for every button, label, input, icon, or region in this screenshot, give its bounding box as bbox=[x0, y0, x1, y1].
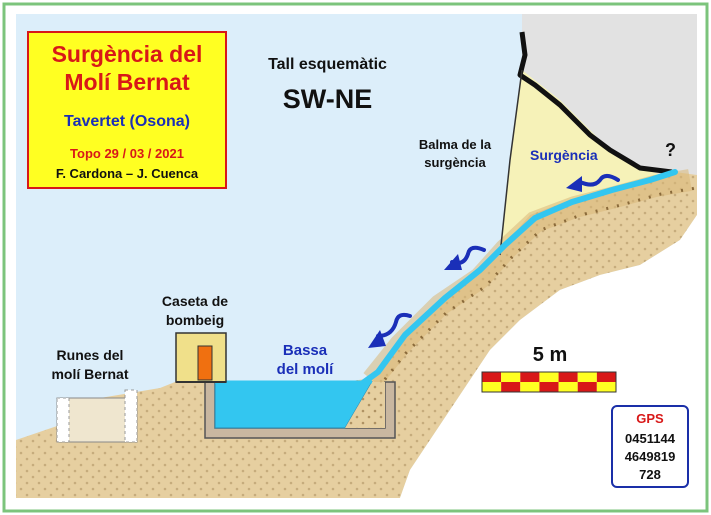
gps-z: 728 bbox=[639, 467, 661, 482]
scale-segment bbox=[596, 372, 616, 382]
label-bassa-2: del molí bbox=[276, 361, 334, 378]
scale-segment bbox=[539, 382, 559, 392]
title-authors: F. Cardona – J. Cuenca bbox=[55, 166, 199, 181]
pump-house-door bbox=[197, 345, 213, 381]
label-runes-2: molí Bernat bbox=[51, 366, 129, 382]
flow-arrowhead-3 bbox=[368, 330, 386, 348]
scale-segment bbox=[482, 372, 502, 382]
rock-mass-upper bbox=[522, 14, 697, 215]
scale-segment bbox=[558, 372, 578, 382]
cave-entrance-line bbox=[499, 69, 523, 256]
cave-wall-outline bbox=[517, 31, 673, 175]
title-place: Tavertet (Osona) bbox=[64, 113, 190, 130]
title-line-2: Molí Bernat bbox=[64, 69, 190, 95]
mill-ruins bbox=[56, 397, 138, 443]
scale-border bbox=[481, 371, 617, 393]
scale-segment bbox=[539, 372, 559, 382]
pool-water bbox=[214, 381, 373, 429]
mill-ruins-wall-right bbox=[124, 389, 138, 443]
ground-texture bbox=[16, 172, 697, 498]
scale-segment bbox=[501, 382, 521, 392]
gps-label: GPS bbox=[636, 411, 664, 426]
scale-bar bbox=[481, 371, 617, 393]
pool-sediment-dots bbox=[345, 382, 385, 428]
scale-label: 5 m bbox=[532, 344, 568, 366]
title-line-1: Surgència del bbox=[51, 41, 203, 67]
section-orientation: SW-NE bbox=[282, 84, 373, 114]
section-subtitle: Tall esquemàtic bbox=[268, 56, 387, 73]
scale-segment bbox=[501, 372, 521, 382]
label-caseta-2: bombeig bbox=[165, 312, 225, 328]
title-topo-date: Topo 29 / 03 / 2021 bbox=[70, 146, 184, 161]
gps-x: 0451144 bbox=[625, 431, 675, 446]
label-surgencia: Surgència bbox=[530, 147, 598, 163]
scale-segment bbox=[596, 382, 616, 392]
flow-arrow-1 bbox=[578, 174, 620, 187]
scale-segment bbox=[558, 382, 578, 392]
gps-box: GPS 0451144 4649819 728 bbox=[611, 405, 689, 488]
label-balma-2: surgència bbox=[424, 155, 486, 170]
water-stream bbox=[357, 169, 678, 388]
flow-arrow-3 bbox=[376, 312, 412, 338]
scale-segment bbox=[520, 382, 540, 392]
scale-segment bbox=[482, 382, 502, 392]
label-balma-1: Balma de la bbox=[418, 137, 492, 152]
flow-arrowhead-1 bbox=[566, 176, 582, 192]
flow-arrowhead-2 bbox=[444, 254, 462, 270]
title-box: Surgència del Molí Bernat Tavertet (Oson… bbox=[27, 31, 227, 189]
scale-segment bbox=[577, 372, 597, 382]
scale-segment bbox=[577, 382, 597, 392]
scale-segment bbox=[520, 372, 540, 382]
label-runes-1: Runes del bbox=[56, 347, 124, 363]
label-question-mark: ? bbox=[665, 140, 676, 160]
label-bassa-1: Bassa bbox=[282, 342, 328, 359]
gps-y: 4649819 bbox=[624, 449, 676, 464]
label-caseta-1: Caseta de bbox=[161, 293, 229, 309]
mill-ruins-wall-left bbox=[56, 397, 70, 443]
